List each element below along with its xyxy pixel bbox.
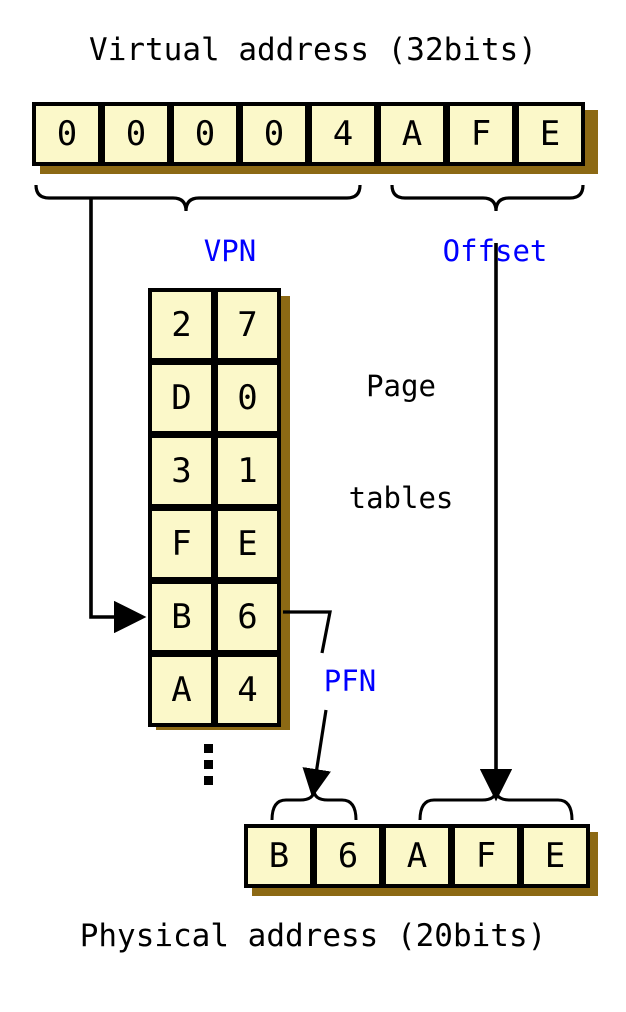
pa-digit-4: E [520,824,590,888]
pa-digit-1: 6 [313,824,383,888]
va-digit-3: 0 [239,102,309,166]
physical-address-pfn-brace [270,789,358,821]
pt-cell-r4c1: 6 [214,580,281,654]
va-digit-7: E [515,102,585,166]
offset-label: Offset [442,234,548,268]
pt-cell-r3c1: E [214,507,281,581]
va-digit-2: 0 [170,102,240,166]
page-table-continuation-ellipsis-icon [204,744,213,785]
va-digit-1: 0 [101,102,171,166]
pa-digit-0: B [244,824,314,888]
pt-cell-r3c0: F [148,507,215,581]
pt-cell-r5c0: A [148,653,215,727]
va-digit-0: 0 [32,102,102,166]
ellipsis-dot [204,760,213,769]
pt-cell-r5c1: 4 [214,653,281,727]
virtual-address-title: Virtual address (32bits) [89,32,537,68]
page-tables-label: Page tables [312,294,490,591]
pfn-label: PFN [323,664,377,698]
pfn-to-physical-address-arrow [302,709,331,798]
pt-cell-r1c0: D [148,361,215,435]
ellipsis-dot [204,744,213,753]
vpn-to-page-table-arrow [89,198,147,634]
pt-cell-r1c1: 0 [214,361,281,435]
pt-cell-r4c0: B [148,580,215,654]
pt-cell-r0c0: 2 [148,288,215,362]
physical-address-title: Physical address (20bits) [79,918,547,954]
va-digit-4: 4 [308,102,378,166]
page-tables-line-2: tables [348,480,454,515]
pt-cell-r2c0: 3 [148,434,215,508]
vpn-brace [34,184,362,212]
pa-digit-2: A [382,824,452,888]
pa-digit-3: F [451,824,521,888]
va-digit-6: F [446,102,516,166]
va-digit-5: A [377,102,447,166]
physical-address-offset-brace [418,789,574,821]
ellipsis-dot [204,776,213,785]
vpn-label: VPN [203,234,257,268]
page-tables-line-1: Page [366,369,436,404]
pfn-leader-line [283,610,332,654]
offset-brace [390,184,585,212]
pt-cell-r2c1: 1 [214,434,281,508]
pt-cell-r0c1: 7 [214,288,281,362]
